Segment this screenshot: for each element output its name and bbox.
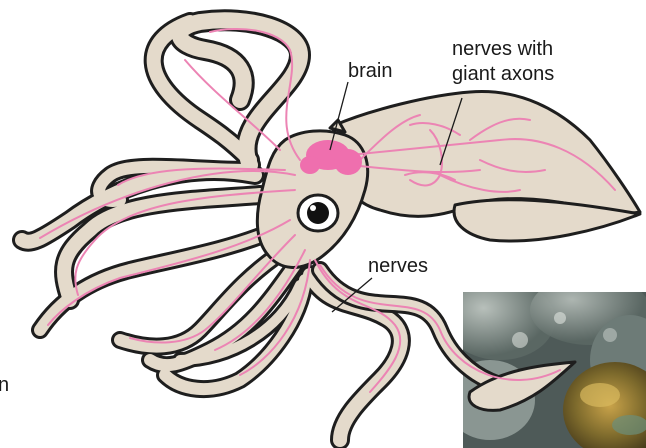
squid-mantle	[332, 92, 640, 217]
label-giant-axons-line2: giant axons	[452, 63, 554, 85]
label-giant-axons-line1: nerves with	[452, 38, 553, 60]
eye	[298, 195, 338, 231]
edge-letter: n	[0, 374, 9, 396]
inset-photo	[445, 275, 646, 448]
label-brain: brain	[348, 60, 392, 82]
label-nerves: nerves	[368, 255, 428, 277]
